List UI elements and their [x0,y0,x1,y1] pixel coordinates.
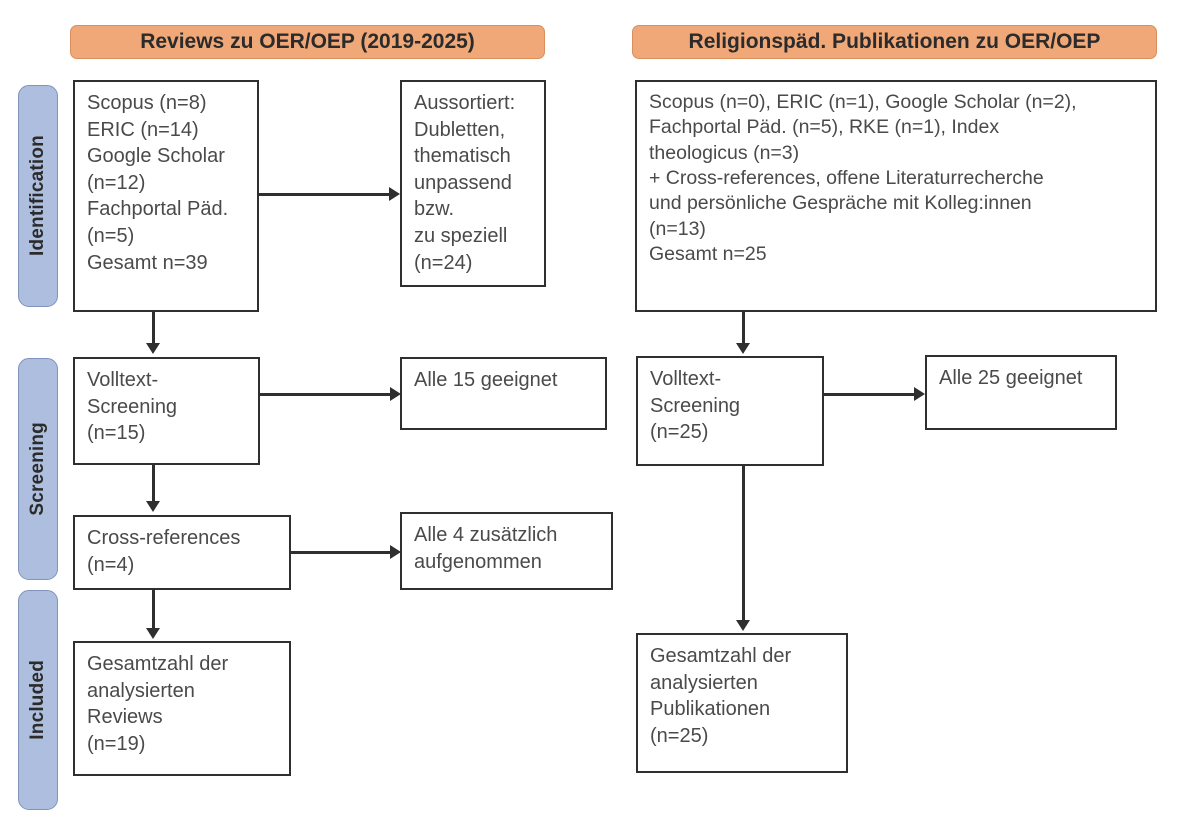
box-left-cross-references: Cross-references (n=4) [73,515,291,590]
arrowhead-right-screening-to-result [914,387,925,401]
stage-bar-screening: Screening [18,358,58,580]
box-right-identification-sources: Scopus (n=0), ERIC (n=1), Google Scholar… [635,80,1157,312]
arrowhead-left-screening-to-result [390,387,401,401]
arrowhead-right-identification-to-screening [736,343,750,354]
box-left-included-total: Gesamtzahl der analysierten Reviews (n=1… [73,641,291,776]
box-right-included-total: Gesamtzahl der analysierten Publikatione… [636,633,848,773]
stage-label-identification: Identification [27,135,48,257]
box-right-fulltext-result: Alle 25 geeignet [925,355,1117,430]
arrowhead-left-identification-to-screening [146,343,160,354]
arrowhead-left-identification-to-excluded [389,187,400,201]
box-left-fulltext-screening: Volltext- Screening (n=15) [73,357,260,465]
connector-left-screening-to-result [260,393,390,396]
stage-label-screening: Screening [27,422,48,516]
stage-bar-identification: Identification [18,85,58,307]
connector-left-identification-to-screening [152,312,155,344]
connector-right-screening-to-result [824,393,914,396]
column-header-reviews: Reviews zu OER/OEP (2019-2025) [70,25,545,59]
connector-right-identification-to-screening [742,312,745,344]
box-left-identification-sources: Scopus (n=8) ERIC (n=14) Google Scholar … [73,80,259,312]
arrowhead-left-screening-to-crossrefs [146,501,160,512]
connector-left-crossrefs-to-included [152,590,155,630]
arrowhead-left-crossrefs-to-result [390,545,401,559]
arrowhead-right-screening-to-included [736,620,750,631]
connector-left-identification-to-excluded [259,193,389,196]
column-header-publications-label: Religionspäd. Publikationen zu OER/OEP [688,30,1101,53]
stage-bar-included: Included [18,590,58,810]
box-left-fulltext-result: Alle 15 geeignet [400,357,607,430]
box-left-cross-references-result: Alle 4 zusätzlich aufgenommen [400,512,613,590]
column-header-reviews-label: Reviews zu OER/OEP (2019-2025) [140,30,475,53]
connector-right-screening-to-included [742,466,745,621]
connector-left-crossrefs-to-result [291,551,390,554]
column-header-publications: Religionspäd. Publikationen zu OER/OEP [632,25,1157,59]
arrowhead-left-crossrefs-to-included [146,628,160,639]
box-right-fulltext-screening: Volltext- Screening (n=25) [636,356,824,466]
box-left-excluded: Aussortiert: Dubletten, thematisch unpas… [400,80,546,287]
stage-label-included: Included [27,660,48,740]
connector-left-screening-to-crossrefs [152,465,155,503]
